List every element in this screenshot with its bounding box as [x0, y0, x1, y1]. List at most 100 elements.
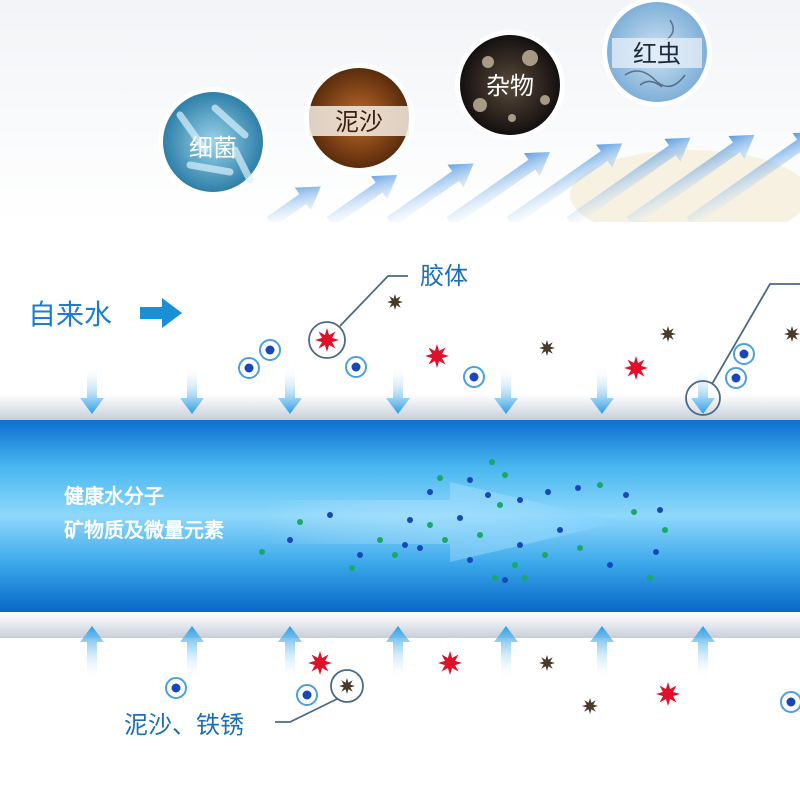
inflow-down-arrow-icon — [180, 365, 204, 414]
mineral-dot — [545, 489, 551, 495]
debris-icon — [473, 50, 550, 122]
colloid-particle-icon — [296, 684, 318, 706]
contaminant-particle-red-icon — [425, 344, 449, 368]
mineral-dot — [427, 489, 433, 495]
mineral-dot — [457, 515, 463, 521]
contaminant-particle-dark-icon — [784, 326, 800, 342]
contaminant-label-red-worm: 红虫 — [633, 40, 681, 68]
contaminant-particle-dark-icon — [339, 678, 355, 694]
contaminant-particle-dark-icon — [539, 340, 555, 356]
rising-arrow-icon — [506, 143, 623, 227]
mineral-dot — [407, 517, 413, 523]
rising-arrow-icon — [686, 131, 800, 227]
inflow-up-arrow-icon — [386, 626, 410, 680]
mineral-dot — [522, 575, 528, 581]
contaminant-particle-red-icon — [308, 651, 332, 675]
colloid-particle-icon — [733, 343, 755, 365]
mineral-dot — [497, 502, 503, 508]
rising-arrow-icon — [566, 137, 691, 227]
inflow-up-arrow-icon — [590, 626, 614, 680]
colloid-callout: 胶体 — [308, 262, 468, 359]
mineral-dot — [623, 492, 629, 498]
contaminant-debris: 杂物 — [455, 30, 565, 140]
mineral-dot — [259, 549, 265, 555]
colloid-particle-icon — [463, 366, 485, 388]
mineral-dot — [653, 549, 659, 555]
contaminant-label-bacteria: 细菌 — [189, 134, 237, 162]
mineral-dot — [517, 497, 523, 503]
rising-arrow-icon — [326, 174, 398, 227]
tap-water-arrow-icon — [140, 298, 182, 328]
mineral-dot — [327, 512, 333, 518]
rising-arrow-icon — [626, 134, 755, 227]
contaminant-particle-dark-icon — [582, 698, 598, 714]
inflow-arrows-bottom — [80, 626, 715, 680]
inflow-down-arrow-icon — [494, 365, 518, 414]
contaminant-particle-red-icon — [624, 356, 648, 380]
sediment-icon — [309, 106, 409, 136]
mineral-dot — [357, 552, 363, 558]
rising-arrows — [266, 131, 800, 227]
mineral-dot — [297, 519, 303, 525]
mineral-dot — [575, 485, 581, 491]
healthy-water-label: 健康水分子 — [64, 484, 164, 508]
mineral-dot — [417, 545, 423, 551]
mineral-dot — [631, 509, 637, 515]
colloid-particle-icon — [165, 677, 187, 699]
mineral-dot — [427, 522, 433, 528]
particles — [165, 294, 800, 714]
mineral-dot — [657, 507, 663, 513]
mineral-dot — [467, 477, 473, 483]
minerals-label: 矿物质及微量元素 — [64, 518, 224, 542]
inflow-up-arrow-icon — [691, 626, 715, 680]
colloid-particle-icon — [725, 367, 747, 389]
mineral-dot — [577, 545, 583, 551]
inflow-down-arrow-icon — [80, 365, 104, 414]
mineral-dot — [442, 537, 448, 543]
contaminant-particle-dark-icon — [387, 294, 403, 310]
inflow-up-arrow-icon — [278, 626, 302, 680]
sediment-rust-label: 泥沙、铁锈 — [124, 711, 244, 739]
contaminant-particle-red-icon — [656, 682, 680, 706]
contaminant-particle-dark-icon — [660, 326, 676, 342]
inflow-up-arrow-icon — [180, 626, 204, 680]
inflow-down-arrow-icon — [386, 365, 410, 414]
contaminant-circles: 细菌 泥沙 杂物 红虫 — [158, 0, 712, 197]
contaminant-sediment: 泥沙 — [304, 63, 414, 173]
mineral-dot — [437, 475, 443, 481]
contaminant-red-worm: 红虫 — [602, 0, 712, 107]
mineral-dot — [647, 575, 653, 581]
inflow-down-arrow-icon — [278, 365, 302, 414]
mineral-dots — [259, 459, 668, 583]
inflow-up-arrow-icon — [494, 626, 518, 680]
rising-arrow-icon — [266, 186, 321, 227]
colloid-particle-icon — [238, 357, 260, 379]
mineral-dot — [542, 552, 548, 558]
mineral-dot — [377, 537, 383, 543]
mineral-dot — [512, 562, 518, 568]
contaminant-particle-red-icon — [438, 651, 462, 675]
right-callout — [685, 283, 800, 416]
mineral-dot — [349, 565, 355, 571]
mineral-dot — [467, 557, 473, 563]
mineral-dot — [485, 492, 491, 498]
contaminant-particle-red-icon — [315, 328, 339, 352]
mineral-dot — [517, 542, 523, 548]
inflow-up-arrow-icon — [80, 626, 104, 680]
colloid-particle-icon — [259, 339, 281, 361]
tap-water-label: 自来水 — [28, 298, 112, 331]
contaminant-label-sediment: 泥沙 — [335, 108, 383, 136]
sediment-rust-callout: 泥沙、铁锈 — [124, 669, 364, 739]
contaminant-label-debris: 杂物 — [486, 72, 534, 100]
mineral-dot — [607, 562, 613, 568]
mineral-dot — [477, 532, 483, 538]
bacteria-icon — [176, 104, 254, 184]
colloid-particle-icon — [780, 691, 800, 713]
inflow-down-arrow-icon — [691, 365, 715, 414]
inflow-down-arrow-icon — [590, 365, 614, 414]
contaminant-bacteria: 细菌 — [158, 87, 268, 197]
flow-arrow-icon — [260, 482, 620, 562]
mineral-dot — [402, 542, 408, 548]
colloid-particle-icon — [345, 356, 367, 378]
colloid-label: 胶体 — [420, 262, 468, 290]
